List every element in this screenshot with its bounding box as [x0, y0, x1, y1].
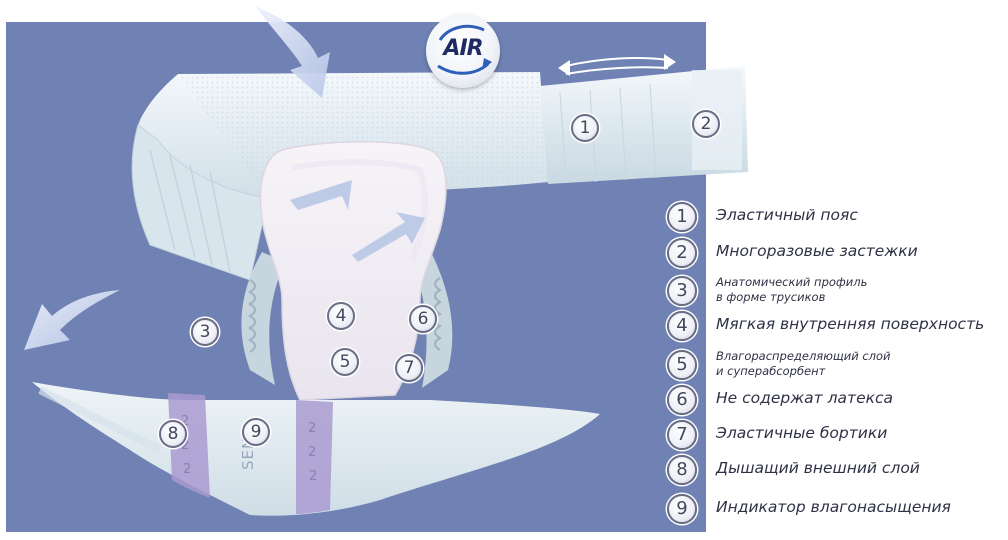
- legend-item-9: 9 Индикатор влагонасыщения: [666, 492, 1006, 526]
- left-side-panel: [131, 124, 269, 281]
- svg-text:2: 2: [181, 438, 189, 453]
- air-badge: AIR: [426, 14, 500, 88]
- legend-item-7: 7 Эластичные бортики: [666, 418, 1006, 452]
- legend-number: 4: [667, 311, 697, 341]
- legend-label: Эластичные бортики: [716, 424, 888, 442]
- legend-label: Индикатор влагонасыщения: [716, 498, 951, 516]
- legend-label: Мягкая внутренняя поверхность: [716, 315, 985, 333]
- legend-label-line-2: в форме трусиков: [716, 290, 826, 304]
- legend-label: Дышащий внешний слой: [716, 459, 920, 477]
- air-flow-arrow-top: [255, 6, 330, 98]
- marker-2: 2: [692, 110, 720, 138]
- legend-label: Анатомический профиль в форме трусиков: [716, 275, 867, 305]
- legend-number: 3: [667, 276, 697, 306]
- legend-label-line-1: Анатомический профиль: [716, 275, 868, 289]
- legend-item-8: 8 Дышащий внешний слой: [666, 453, 1006, 487]
- legend-item-1: 1 Эластичный пояс: [666, 200, 1006, 234]
- marker-3: 3: [191, 318, 219, 346]
- legend-label: Влагораспределяющий слой и суперабсорбен…: [716, 349, 891, 379]
- svg-text:2: 2: [183, 462, 191, 477]
- legend-label-line-1: Влагораспределяющий слой: [716, 349, 891, 363]
- marker-1: 1: [571, 114, 599, 142]
- air-swoosh-icon: [437, 24, 492, 75]
- legend-number: 8: [667, 455, 697, 485]
- air-flow-arrow-left: [24, 290, 120, 350]
- legend-item-6: 6 Не содержат латекса: [666, 383, 1006, 417]
- legend-number: 7: [667, 420, 697, 450]
- legend-label: Многоразовые застежки: [716, 242, 918, 260]
- marker-7: 7: [395, 354, 423, 382]
- legend-item-2: 2 Многоразовые застежки: [666, 236, 1006, 270]
- inner-arrow-2: [352, 212, 425, 262]
- svg-text:2: 2: [181, 414, 189, 429]
- svg-text:2: 2: [308, 421, 316, 436]
- marker-6: 6: [409, 305, 437, 333]
- legend-label-line-2: и суперабсорбент: [716, 364, 826, 378]
- wetness-indicator-stripe-right: [296, 400, 333, 514]
- wetness-indicator-stripe-left: [168, 393, 210, 498]
- legend-number: 6: [667, 385, 697, 415]
- legend-number: 5: [667, 350, 697, 380]
- stretch-arrows-icon: [558, 54, 676, 76]
- legend-number: 1: [667, 202, 697, 232]
- svg-text:2: 2: [309, 469, 317, 484]
- svg-text:2: 2: [308, 445, 316, 460]
- left-leg-elastic: [241, 252, 285, 385]
- marker-4: 4: [327, 302, 355, 330]
- legend-label: Эластичный пояс: [716, 206, 858, 224]
- inner-arrow-1: [290, 180, 352, 210]
- legend-item-5: 5 Влагораспределяющий слой и суперабсорб…: [666, 348, 1006, 382]
- marker-8: 8: [159, 420, 187, 448]
- marker-9: 9: [242, 418, 270, 446]
- legend-label: Не содержат латекса: [716, 389, 893, 407]
- legend-number: 9: [667, 494, 697, 524]
- air-label: AIR: [443, 36, 483, 61]
- legend-item-3: 3 Анатомический профиль в форме трусиков: [666, 274, 1006, 308]
- marker-5: 5: [331, 348, 359, 376]
- legend-item-4: 4 Мягкая внутренняя поверхность: [666, 309, 1006, 343]
- legend-number: 2: [667, 238, 697, 268]
